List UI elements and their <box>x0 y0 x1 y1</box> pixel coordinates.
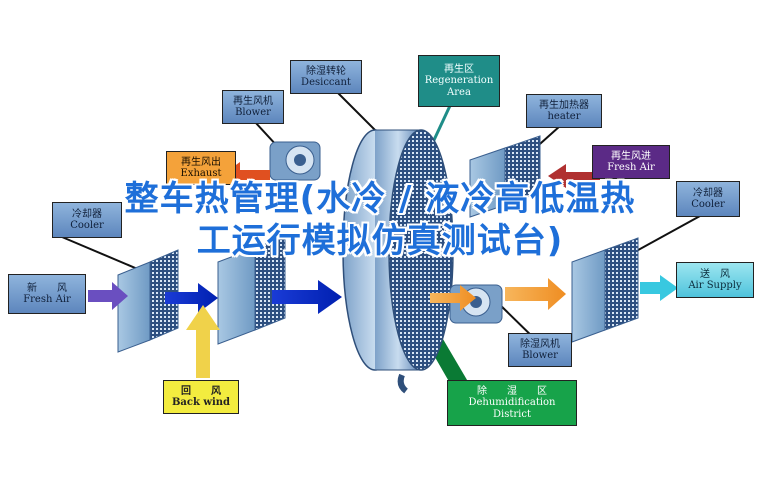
dehumid-blower-unit <box>449 284 503 324</box>
back-wind-label: 回 风 Back wind <box>163 380 239 414</box>
cooler-left-label: 冷却器 Cooler <box>52 202 122 238</box>
fresh-air-in-label: 再生风进 Fresh Air <box>592 145 670 179</box>
regeneration-area-label: 再生区 Regeneration Area <box>418 55 500 107</box>
filter-unit <box>217 235 286 345</box>
dehumid-district-label: 除 湿 区 Dehumidification District <box>447 380 577 426</box>
exhaust-label: 再生风出 Exhaust <box>166 151 236 185</box>
cooler-right-label: 冷却器 Cooler <box>676 181 740 217</box>
orange-arrow-1 <box>430 285 476 311</box>
heater-label: 再生加热器 heater <box>526 94 602 128</box>
desiccant-label: 除湿转轮 Desiccant <box>290 60 362 94</box>
back-wind-arrow <box>186 305 220 378</box>
desiccant-wheel <box>342 129 454 394</box>
regen-blower-unit <box>269 141 321 181</box>
air-supply-label: 送 风 Air Supply <box>676 262 754 298</box>
blue-arrow-2 <box>272 280 342 314</box>
fresh-air-arrow <box>88 282 128 310</box>
blower-top-label: 再生风机 Blower <box>222 90 284 124</box>
orange-arrow-2 <box>505 278 566 310</box>
blower-bottom-label: 除湿风机 Blower <box>508 333 572 367</box>
supply-arrow <box>640 275 678 301</box>
overlay-title: 整车热管理(水冷 / 液冷高低温热工运行模拟仿真测试台) <box>124 179 636 261</box>
cooler-left-unit <box>117 249 179 353</box>
regen-heater-unit <box>469 135 541 218</box>
fresh-air-left-label: 新 风 Fresh Air <box>8 274 86 314</box>
blue-arrow-1 <box>165 283 218 313</box>
cooler-right-unit <box>571 237 639 343</box>
regen-in-arrow <box>548 164 600 188</box>
